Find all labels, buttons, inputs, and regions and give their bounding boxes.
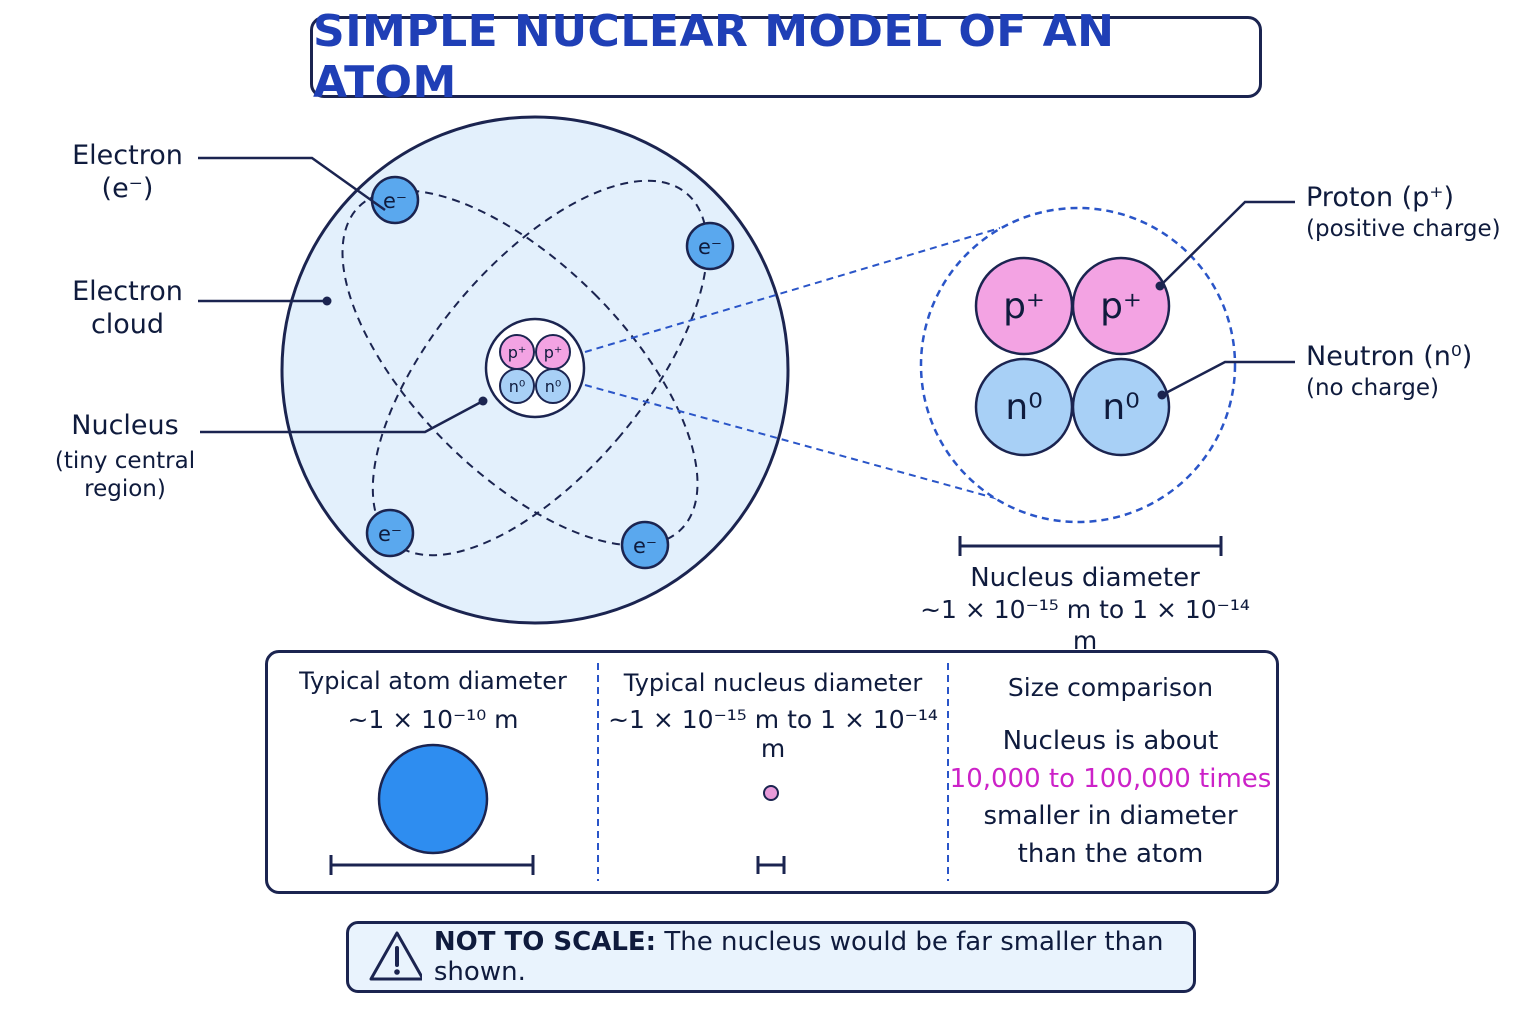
electron-bottom-left — [365, 508, 415, 558]
nucleus-diameter-value: ~1 × 10⁻¹⁵ m to 1 × 10⁻¹⁴ m — [608, 705, 938, 763]
zoom-proton-label: p⁺ — [1100, 286, 1142, 327]
nucleus-label: Nucleus (tiny central region) — [54, 410, 196, 502]
nucleus-small — [484, 317, 586, 419]
nucleus-zoom-outline — [919, 206, 1237, 524]
electron-label: Electron (e⁻) — [72, 140, 183, 204]
leader-proton — [1159, 200, 1295, 287]
nucleus-diameter-title: Typical nucleus diameter — [623, 669, 923, 697]
small-proton-label: p⁺ — [544, 343, 563, 362]
atom-diameter-title: Typical atom diameter — [299, 667, 567, 695]
svg-text:e⁻: e⁻ — [633, 534, 657, 558]
size-comparison-text: Nucleus is about 10,000 to 100,000 times… — [949, 726, 1272, 870]
not-to-scale-warning: NOT TO SCALE: The nucleus would be far s… — [346, 921, 1196, 993]
neutron-label: Neutron (n⁰) (no charge) — [1306, 341, 1473, 401]
zoom-line-bottom — [584, 384, 1021, 506]
atom-diameter-value: ~1 × 10⁻¹⁰ m — [347, 705, 519, 734]
comparison-box: Typical atom diameter ~1 × 10⁻¹⁰ m Typic… — [265, 650, 1279, 894]
nucleus-small-scale-bar — [756, 856, 786, 874]
warning-icon — [369, 931, 422, 981]
nucleus-scale-bar — [958, 536, 1223, 556]
warning-text: NOT TO SCALE: The nucleus would be far s… — [433, 927, 1164, 987]
zoom-proton-label: p⁺ — [1003, 286, 1045, 327]
leader-neutron — [1161, 360, 1295, 397]
page-title: SIMPLE NUCLEAR MODEL OF AN ATOM — [313, 6, 1115, 108]
svg-text:e⁻: e⁻ — [698, 235, 722, 259]
electron-bottom-right — [620, 520, 670, 570]
nucleus-small-particles: p⁺ p⁺ n⁰ n⁰ — [499, 334, 571, 404]
electron-top-right — [685, 221, 735, 271]
small-neutron-label: n⁰ — [509, 377, 526, 396]
nucleus-diameter-label: Nucleus diameter ~1 × 10⁻¹⁵ m to 1 × 10⁻… — [920, 563, 1250, 656]
nucleus-size-dot — [763, 785, 779, 801]
atom-scale-bar — [329, 855, 535, 875]
svg-text:e⁻: e⁻ — [383, 189, 407, 213]
zoom-neutron-label: n⁰ — [1102, 387, 1139, 428]
small-neutron-label: n⁰ — [545, 377, 562, 396]
electrons: e⁻ e⁻ e⁻ e⁻ — [365, 175, 735, 570]
leader-electron — [198, 156, 386, 212]
size-comparison-title: Size comparison — [1007, 673, 1214, 702]
atom-size-circle — [377, 743, 489, 855]
zoom-line-top — [584, 227, 1001, 353]
proton-label: Proton (p⁺) (positive charge) — [1306, 182, 1501, 242]
svg-text:e⁻: e⁻ — [378, 522, 402, 546]
size-highlight: 10,000 to 100,000 times — [949, 763, 1272, 794]
leader-nucleus — [200, 399, 484, 434]
small-proton-label: p⁺ — [508, 343, 527, 362]
title-box: SIMPLE NUCLEAR MODEL OF AN ATOM — [310, 6, 1262, 108]
electron-cloud-label: Electron cloud — [72, 276, 183, 340]
atom-diagram: p⁺ p⁺ n⁰ n⁰ e⁻ e⁻ e⁻ e⁻ p⁺ p⁺ n⁰ n⁰ — [198, 115, 1295, 625]
nucleus-zoom-particles: p⁺ p⁺ n⁰ n⁰ — [974, 256, 1171, 457]
zoom-neutron-label: n⁰ — [1005, 387, 1042, 428]
orbit-1 — [341, 189, 699, 547]
